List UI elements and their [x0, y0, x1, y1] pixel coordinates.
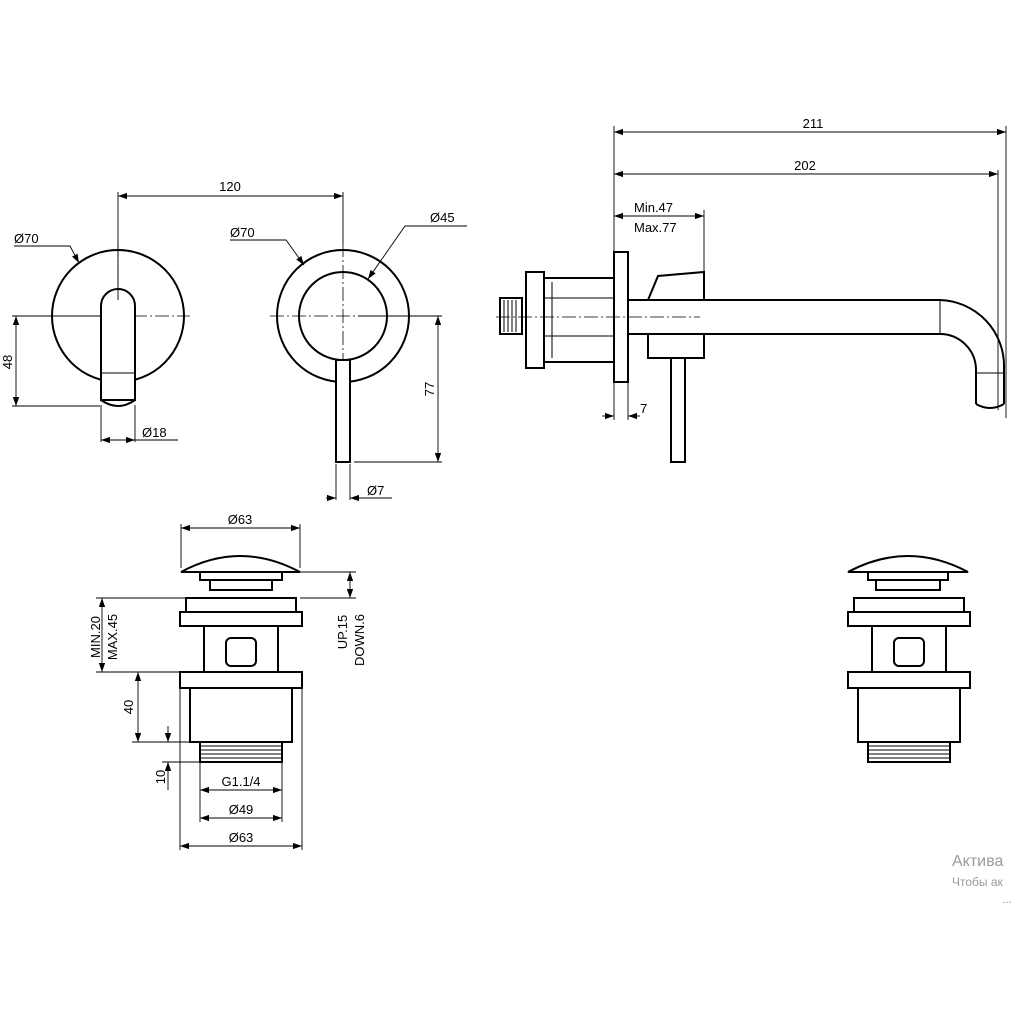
label-center-distance: 120 — [219, 179, 241, 194]
label-height-min: MIN.20 — [88, 616, 103, 658]
knob-plate-front-view: Ø70 Ø45 77 Ø7 — [230, 210, 467, 502]
watermark-line-2: Чтобы ак — [952, 875, 1004, 889]
center-distance-dimension: 120 — [117, 179, 344, 300]
label-body-height: 40 — [121, 700, 136, 714]
watermark-line-1: Актива — [952, 853, 1003, 870]
label-base-diameter: Ø63 — [229, 830, 254, 845]
label-cap-diameter: Ø63 — [228, 512, 253, 527]
label-projection-max: Max.77 — [634, 220, 677, 235]
label-thread-height: 10 — [153, 770, 168, 784]
watermark-line-3: ... — [1002, 892, 1012, 906]
label-plate-thickness: 7 — [640, 401, 647, 416]
label-stroke-down: DOWN.6 — [352, 614, 367, 666]
label-stroke-up: UP.15 — [335, 615, 350, 649]
spout-side-view: 211 202 Min.47 Max.77 7 — [496, 116, 1007, 463]
label-projection-min: Min.47 — [634, 200, 673, 215]
label-height-max: MAX.45 — [105, 614, 120, 660]
activation-watermark: Актива Чтобы ак ... — [952, 853, 1012, 906]
label-lever-diameter: Ø18 — [142, 425, 167, 440]
drain-dimensioned-view: Ø63 UP.15 DOWN.6 MIN.20 MAX.45 40 10 G1.… — [88, 512, 367, 850]
label-spout-length: 202 — [794, 158, 816, 173]
lever-plate-front-view: Ø70 48 Ø18 — [0, 231, 190, 444]
drain-plain-view — [847, 555, 971, 763]
label-total-length: 211 — [803, 116, 824, 131]
label-knob-diameter: Ø45 — [430, 210, 455, 225]
label-right-plate-diameter: Ø70 — [230, 225, 255, 240]
label-height-77: 77 — [422, 382, 437, 396]
label-height-48: 48 — [0, 355, 15, 369]
label-left-plate-diameter: Ø70 — [14, 231, 39, 246]
label-thread-size: G1.1/4 — [221, 774, 260, 789]
label-handle-diameter: Ø7 — [367, 483, 384, 498]
label-thread-diameter: Ø49 — [229, 802, 254, 817]
